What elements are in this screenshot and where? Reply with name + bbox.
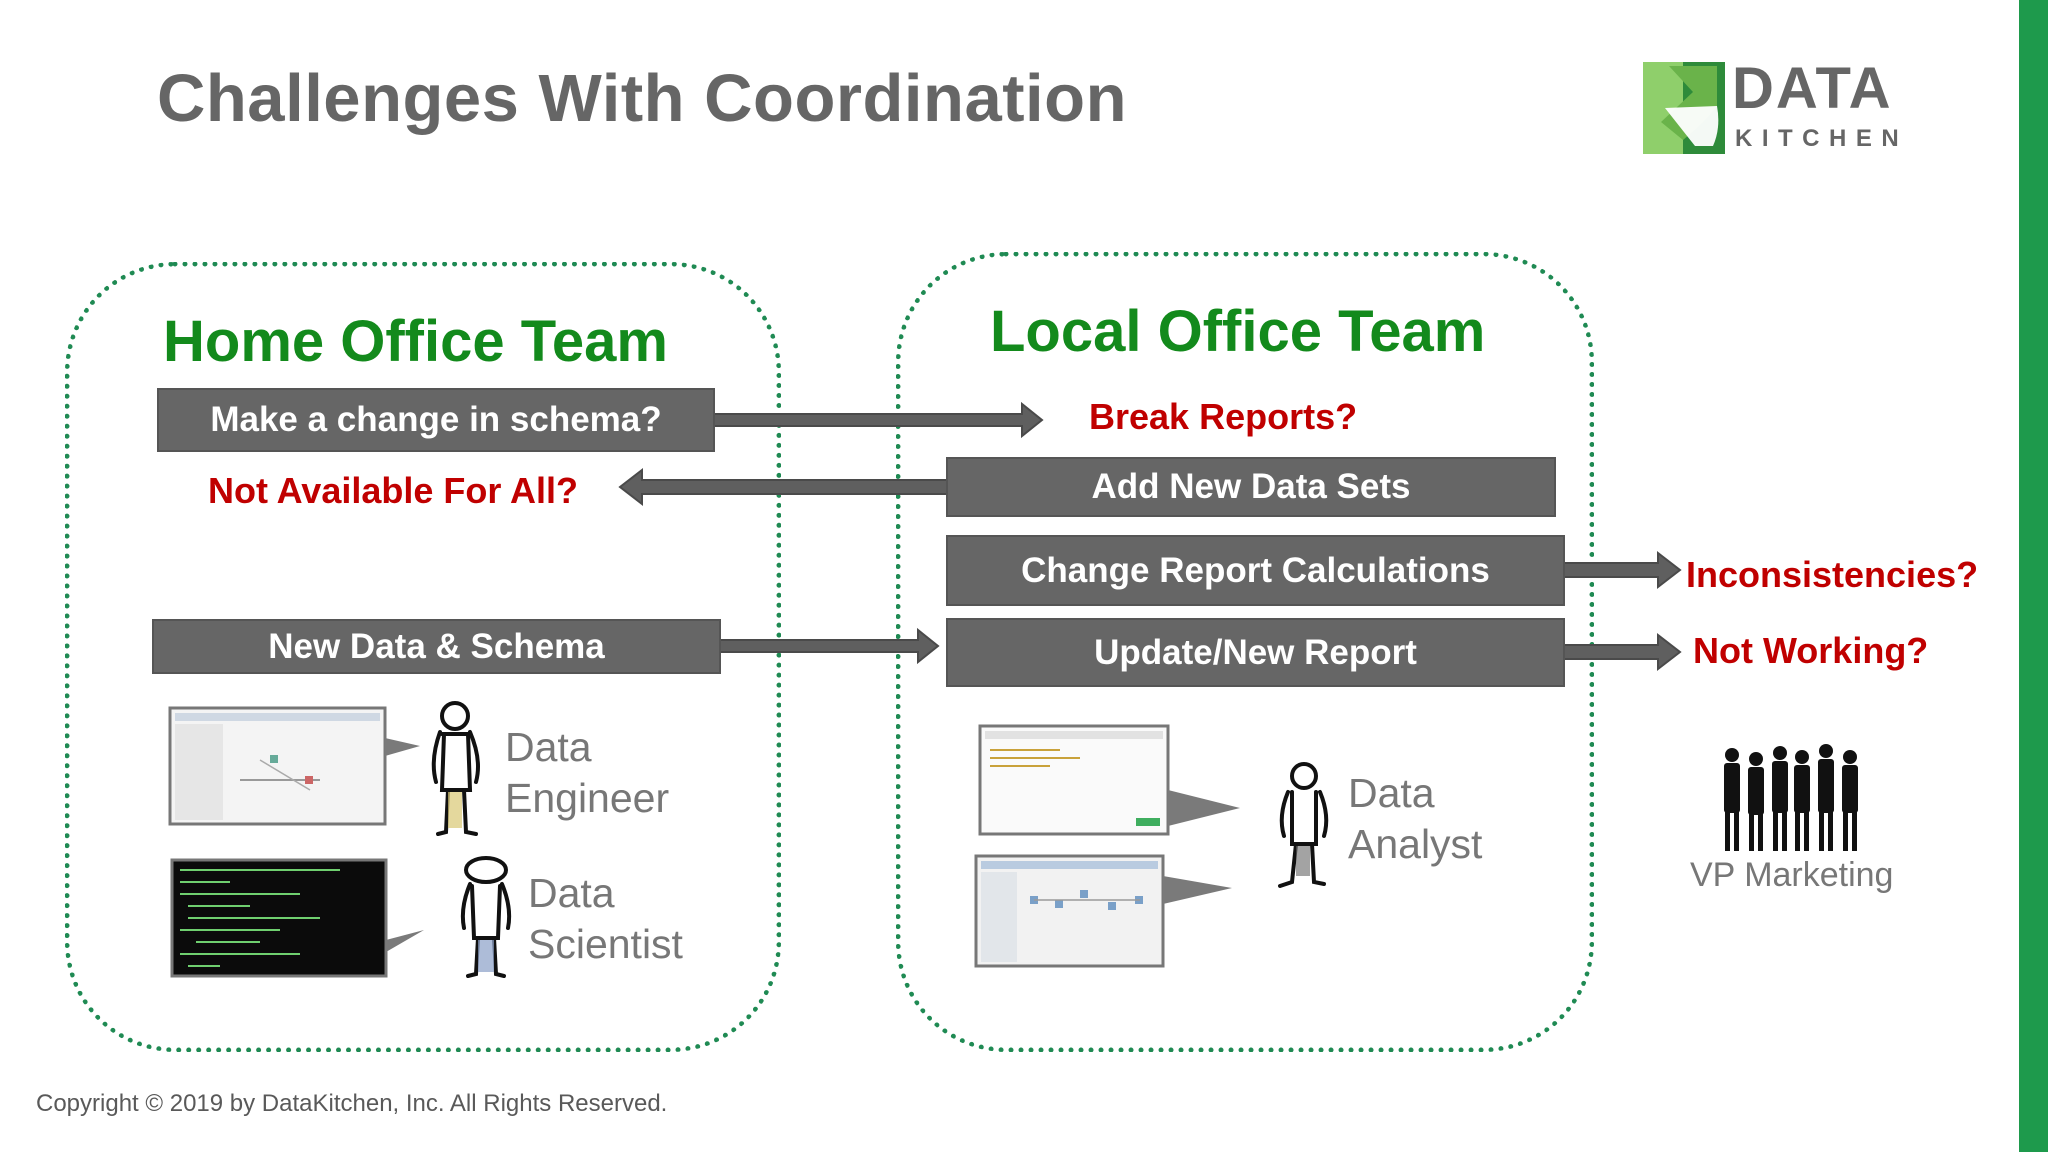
data-scientist-figure-icon: [460, 856, 512, 978]
vp-marketing-label: VP Marketing: [1690, 856, 1894, 894]
make-change-in-schema-box: Make a change in schema?: [157, 388, 715, 452]
datakitchen-logo: DATA KITCHEN: [1640, 58, 1920, 158]
break-reports-question: Break Reports?: [1089, 396, 1358, 437]
data-scientist-label: Data Scientist: [528, 868, 683, 970]
update-new-report-box: Update/New Report: [946, 618, 1565, 687]
new-data-and-schema-box: New Data & Schema: [152, 619, 721, 674]
data-engineer-label-line1: Data: [505, 724, 592, 770]
logo-word-data: DATA: [1732, 56, 1893, 121]
copyright-notice: Copyright © 2019 by DataKitchen, Inc. Al…: [36, 1090, 668, 1117]
right-accent-bar: [2019, 0, 2048, 1152]
change-report-calculations-box: Change Report Calculations: [946, 535, 1565, 606]
logo-word-kitchen: KITCHEN: [1735, 125, 1909, 152]
logo-mark-icon: [1643, 62, 1725, 154]
not-working-question: Not Working?: [1693, 630, 1929, 671]
data-analyst-figure-icon: [1278, 762, 1329, 888]
slide-title: Challenges With Coordination: [157, 61, 1127, 136]
not-available-question: Not Available For All?: [208, 470, 579, 511]
data-engineer-figure-icon: [431, 701, 480, 836]
data-analyst-label-line2: Analyst: [1348, 821, 1483, 867]
data-analyst-label-line1: Data: [1348, 770, 1435, 816]
add-new-data-sets-box: Add New Data Sets: [946, 457, 1556, 517]
data-engineer-label-line2: Engineer: [505, 775, 670, 821]
data-analyst-label: Data Analyst: [1348, 768, 1482, 870]
home-office-team-title: Home Office Team: [163, 309, 668, 374]
vp-marketing-group-icon: [1724, 744, 1858, 851]
inconsistencies-question: Inconsistencies?: [1686, 554, 1979, 595]
local-office-team-title: Local Office Team: [990, 299, 1486, 364]
data-scientist-label-line2: Scientist: [528, 921, 683, 967]
data-scientist-label-line1: Data: [528, 870, 615, 916]
data-engineer-label: Data Engineer: [505, 722, 669, 824]
